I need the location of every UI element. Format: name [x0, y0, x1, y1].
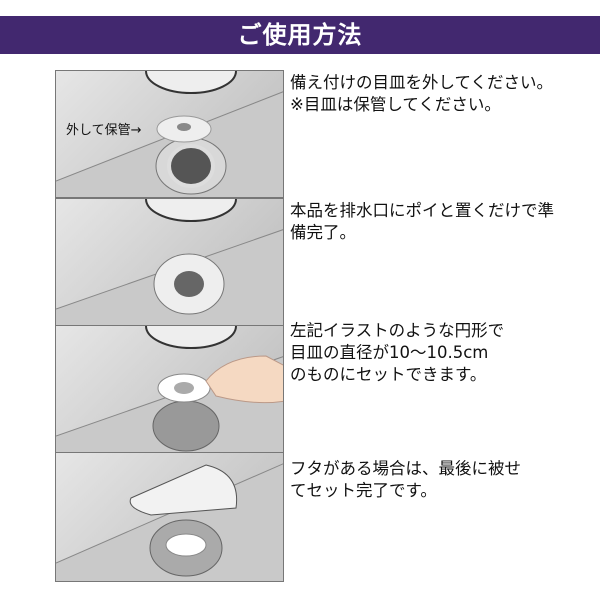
- step-1-illustration: 外して保管→: [55, 70, 284, 198]
- step-2-text: 本品を排水口にポイと置くだけで準備完了。: [290, 201, 554, 242]
- remove-and-store-label: 外して保管→: [66, 123, 142, 138]
- step-4-illustration: [55, 452, 284, 582]
- hand-placing-ring-image: [56, 326, 283, 452]
- drain-remove-strainer-image: [56, 71, 283, 197]
- step-3-text: 左記イラストのような円形で 目皿の直径が10〜10.5cm のものにセットできま…: [290, 321, 505, 384]
- step-4-text: フタがある場合は、最後に被せてセット完了です。: [290, 459, 521, 500]
- page-title: ご使用方法: [0, 16, 600, 54]
- drain-with-lid-image: [56, 463, 283, 581]
- step-2-illustration: [55, 198, 284, 326]
- drain-placed-product-image: [56, 199, 283, 325]
- step-3-illustration: [55, 325, 284, 453]
- step-1-text: 備え付けの目皿を外してください。 ※目皿は保管してください。: [290, 73, 554, 114]
